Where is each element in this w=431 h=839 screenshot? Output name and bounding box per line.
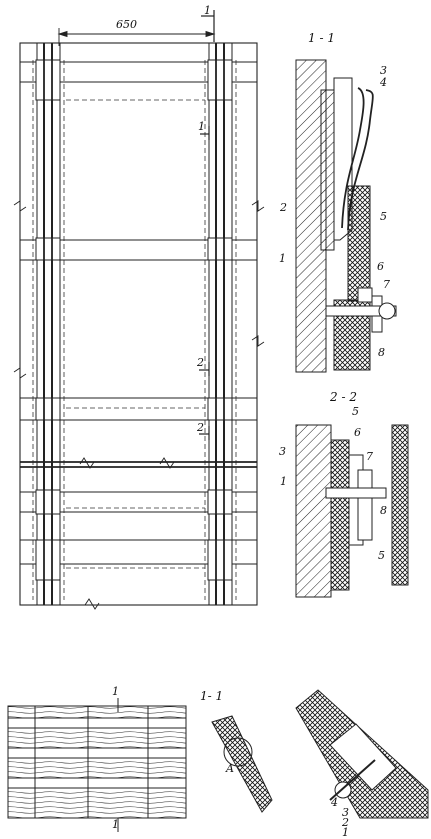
bottom-detail-drawing bbox=[295, 689, 429, 819]
bottom-section-mark-bottom: 1 bbox=[112, 818, 119, 831]
callout-number: 8 bbox=[380, 504, 387, 517]
callout-number: 1 bbox=[280, 475, 287, 488]
section-mark-2b: 2 bbox=[196, 421, 204, 434]
section-2-callouts: 1 3 5 5 6 7 8 bbox=[279, 405, 387, 562]
bottom-plan-view bbox=[7, 698, 187, 832]
section-2-drawing bbox=[295, 424, 409, 598]
callout-number: 5 bbox=[352, 405, 359, 418]
callout-number: 3 bbox=[279, 445, 286, 458]
section-1-title: 1 - 1 bbox=[308, 31, 335, 45]
bottom-section-mark-top: 1 bbox=[112, 685, 119, 698]
callout-number: 2 bbox=[341, 816, 349, 829]
callout-number: 7 bbox=[383, 278, 390, 291]
callout-number: 7 bbox=[366, 450, 373, 463]
detail-marker: A bbox=[225, 762, 234, 775]
callout-number: 3 bbox=[342, 806, 349, 819]
section-mark-2a: 2 bbox=[196, 356, 204, 369]
bottom-section-drawing bbox=[211, 715, 273, 813]
section-1-callouts: 1 2 3 4 5 6 7 8 bbox=[279, 64, 390, 359]
section-mark-top: 1 bbox=[204, 4, 211, 17]
callout-number: 5 bbox=[380, 210, 387, 223]
section-1-drawing bbox=[295, 59, 397, 373]
callout-number: 5 bbox=[378, 549, 385, 562]
callout-number: 4 bbox=[330, 796, 338, 809]
callout-number: 1 bbox=[279, 252, 286, 265]
callout-number: 1 bbox=[342, 826, 349, 839]
callout-number: 6 bbox=[354, 426, 361, 439]
bottom-section-title: 1- 1 bbox=[200, 689, 223, 703]
section-2-title: 2 - 2 bbox=[329, 390, 357, 404]
callout-number: 4 bbox=[379, 76, 387, 89]
callout-number: 6 bbox=[377, 260, 384, 273]
callout-number: 2 bbox=[279, 201, 287, 214]
callout-number: 3 bbox=[380, 64, 387, 77]
callout-number: 8 bbox=[378, 346, 385, 359]
elevation-view bbox=[13, 10, 265, 610]
bottom-detail-callouts: 1 2 3 4 bbox=[330, 796, 349, 839]
section-mark-side: 1 bbox=[198, 120, 205, 133]
dimension-650: 650 bbox=[116, 18, 137, 31]
